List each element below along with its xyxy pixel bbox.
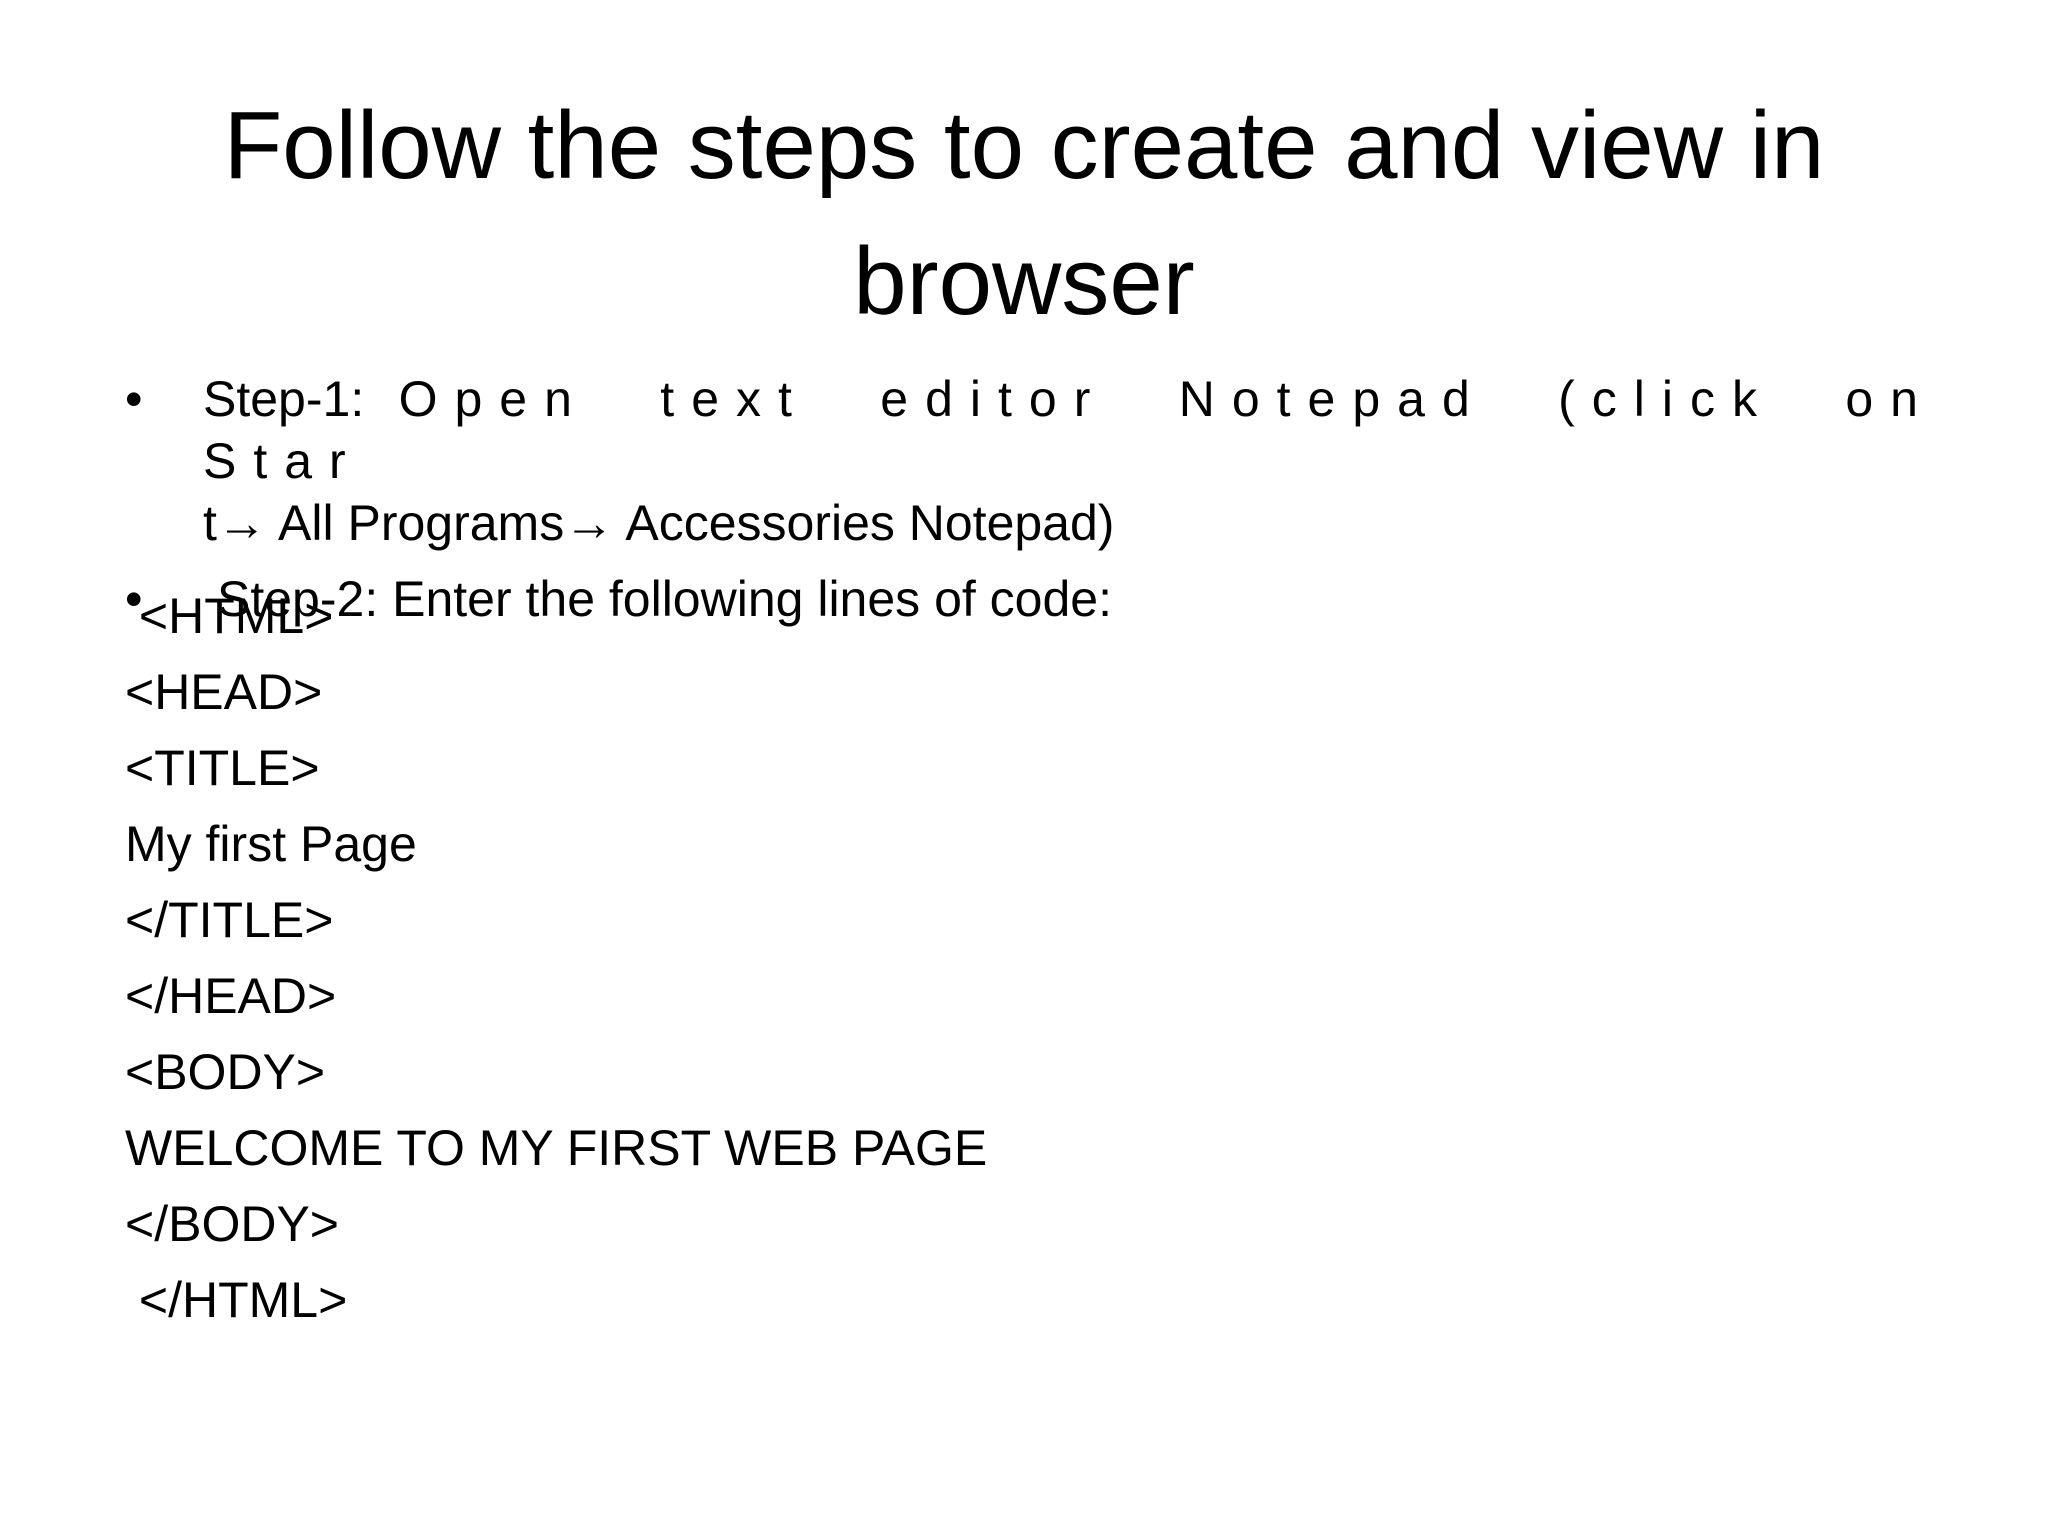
code-line: <HEAD> xyxy=(125,664,323,720)
code-line: </HTML> xyxy=(125,1272,348,1328)
slide-title: Follow the steps to create and view in b… xyxy=(223,92,1825,335)
bullet-step-1: • Step-1: Open text editor Notepad (clic… xyxy=(125,368,1935,554)
code-line: WELCOME TO MY FIRST WEB PAGE xyxy=(125,1120,988,1176)
bullet-step-2: • Step-2: Enter the following lines of c… xyxy=(125,568,1935,630)
step-2-text: Step-2: Enter the following lines of cod… xyxy=(217,571,1112,627)
code-line: </TITLE> xyxy=(125,892,334,948)
code-listing: <HTML> <HEAD> <TITLE> My first Page </TI… xyxy=(125,578,987,1338)
bullet-dot: • xyxy=(125,571,143,627)
code-line: </BODY> xyxy=(125,1196,339,1252)
code-line: <HTML> xyxy=(125,588,334,644)
code-line: <BODY> xyxy=(125,1044,326,1100)
code-line: <TITLE> xyxy=(125,740,320,796)
step-1-continuation: t→ All Programs→ Accessories Notepad) xyxy=(203,495,1115,551)
bullet-dot: • xyxy=(125,371,143,427)
code-line: My first Page xyxy=(125,816,417,872)
step-1-prefix: Step-1: xyxy=(203,371,365,427)
step-1-text: Open text editor Notepad (click on Star xyxy=(203,371,1935,489)
code-line: </HEAD> xyxy=(125,968,337,1024)
bullet-list: • Step-1: Open text editor Notepad (clic… xyxy=(125,368,1935,630)
